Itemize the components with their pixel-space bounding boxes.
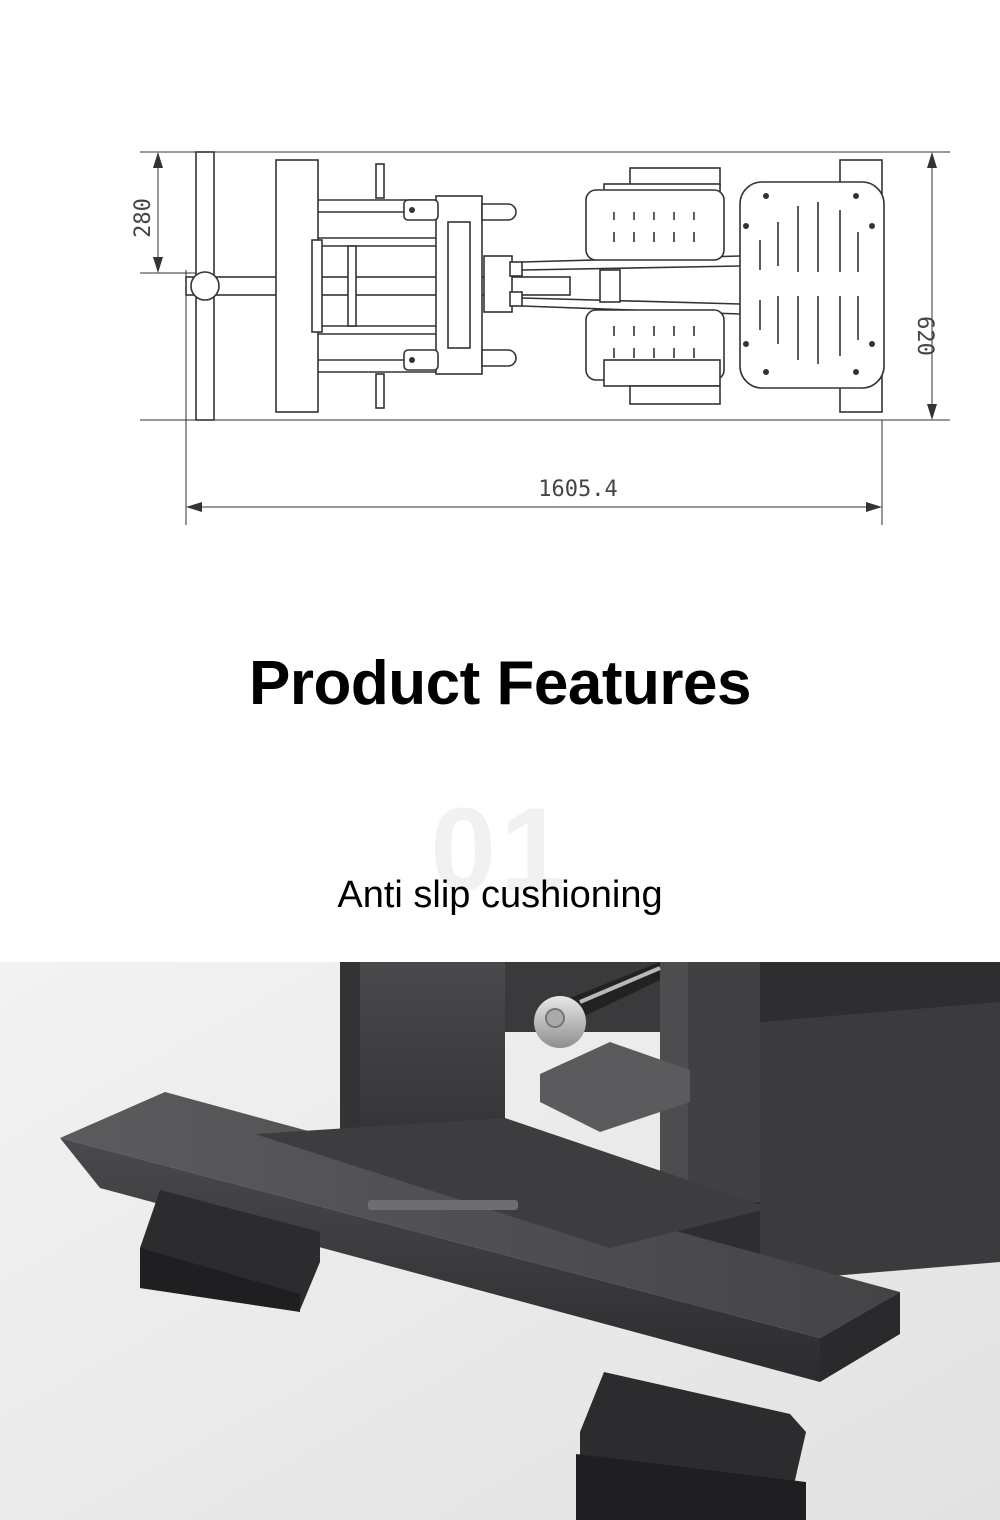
machine-outline — [185, 151, 885, 421]
section-title: Product Features — [249, 649, 751, 718]
feature-number: 01 — [430, 784, 570, 916]
dimension-width: 1605.4 — [538, 477, 617, 502]
product-photo — [0, 962, 1000, 1520]
feature-caption: Anti slip cushioning — [337, 874, 663, 916]
dimension-side: 280 — [131, 198, 156, 238]
dimension-labels: 280 620 1605.4 — [131, 198, 937, 502]
technical-drawing: 280 620 1605.4 — [131, 151, 950, 525]
dimension-height: 620 — [912, 316, 937, 356]
